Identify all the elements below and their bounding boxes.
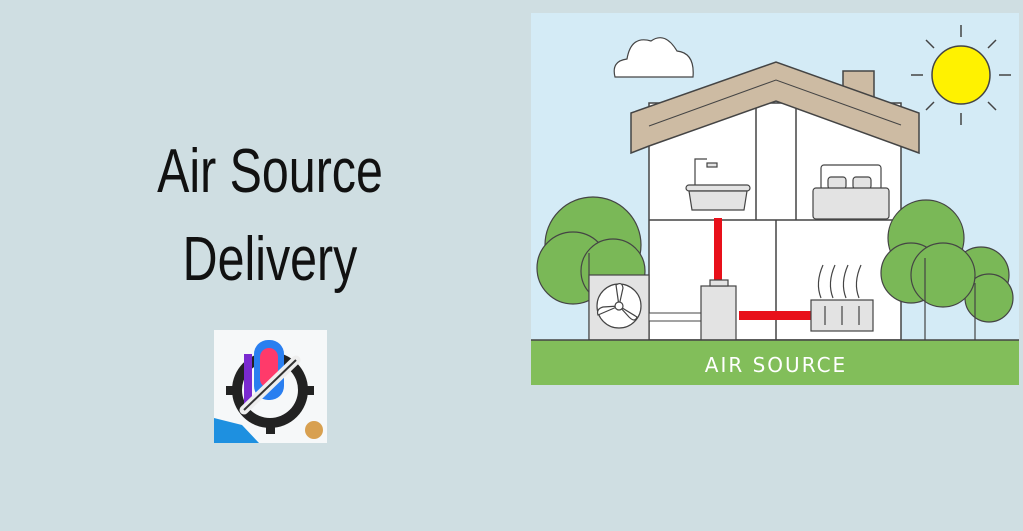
air-source-illustration: AIR SOURCE (531, 13, 1019, 385)
sun-icon (911, 25, 1011, 125)
bed-icon (812, 164, 890, 220)
heat-pump-fan-icon (588, 274, 650, 341)
title-line-2: Delivery (182, 225, 358, 294)
page-title: Air Source Delivery (70, 128, 470, 304)
title-line-1: Air Source (157, 137, 383, 206)
cloud-icon (613, 37, 694, 78)
tree-left (536, 196, 646, 340)
brand-logo (214, 330, 327, 443)
radiator-icon (810, 264, 874, 332)
bath-icon (685, 158, 751, 211)
illustration-label: AIR SOURCE (705, 353, 847, 377)
boiler-unit (700, 279, 737, 341)
tree-right (880, 199, 1014, 340)
grass-strip (531, 340, 1019, 385)
